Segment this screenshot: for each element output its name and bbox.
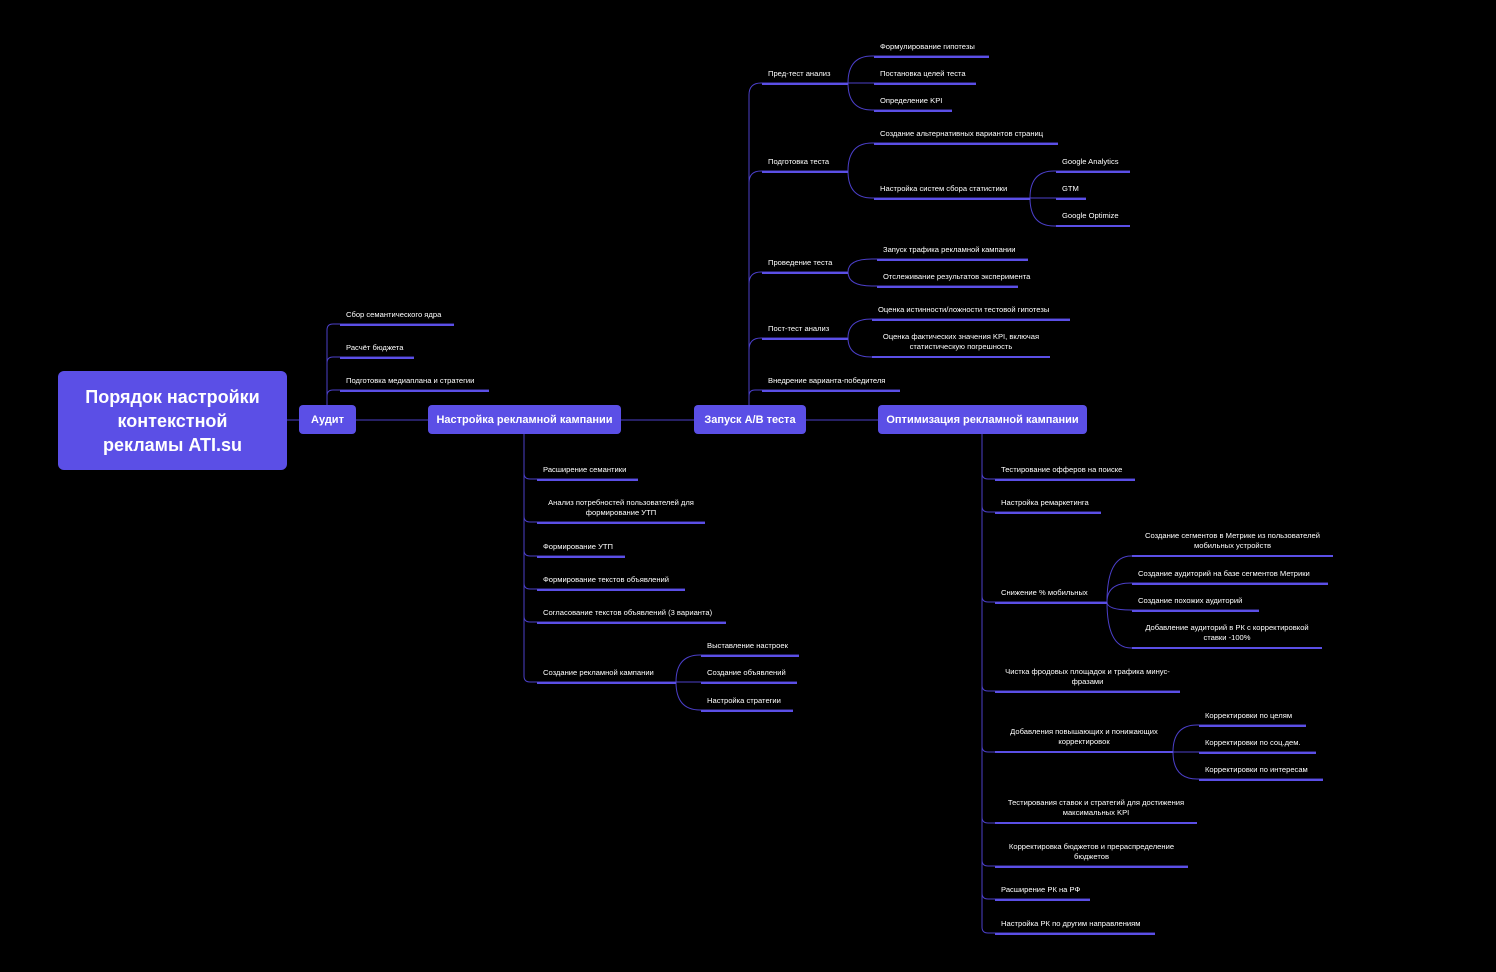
leaf-kpi[interactable]: Определение KPI <box>874 96 952 112</box>
node-ab-test[interactable]: Запуск A/B теста <box>694 405 806 434</box>
leaf-google-optimize[interactable]: Google Optimize <box>1056 211 1130 227</box>
leaf-pretest[interactable]: Пред-тест анализ <box>762 69 848 85</box>
leaf-mediaplan[interactable]: Подготовка медиаплана и стратегии <box>340 376 489 392</box>
leaf-tracking[interactable]: Отслеживание результатов эксперимента <box>877 272 1030 288</box>
leaf-offers[interactable]: Тестирование офферов на поиске <box>995 465 1135 481</box>
leaf-settings[interactable]: Выставление настроек <box>701 641 799 657</box>
leaf-bid-adjust-100[interactable]: Добавление аудиторий в РК с корректировк… <box>1132 623 1322 649</box>
leaf-semantics-extension[interactable]: Расширение семантики <box>537 465 638 481</box>
leaf-metrica-segments-line-2: мобильных устройств <box>1194 541 1271 550</box>
leaf-gtm[interactable]: GTM <box>1056 184 1086 200</box>
leaf-ad-texts-approval[interactable]: Согласование текстов объявлений (3 вариа… <box>537 608 726 624</box>
root-node[interactable]: Порядок настройки контекстной рекламы AT… <box>58 371 287 470</box>
leaf-bids-strategies-line-2: максимальных KPI <box>1062 808 1130 817</box>
leaf-remarketing[interactable]: Настройка ремаркетинга <box>995 498 1101 514</box>
leaf-create-campaign[interactable]: Создание рекламной кампании <box>537 668 676 684</box>
leaf-lookalike[interactable]: Создание похожих аудиторий <box>1132 596 1259 612</box>
leaf-budgets-line-2: бюджетов <box>1073 852 1109 861</box>
leaf-hypothesis[interactable]: Формулирование гипотезы <box>874 42 989 58</box>
leaf-bid-adjust-100-line-2: ставки -100% <box>1203 633 1251 642</box>
leaf-metrica-segments-line-1: Создание сегментов в Метрике из пользова… <box>1144 531 1321 540</box>
leaf-adjustments[interactable]: Добавления повышающих и понижающих корре… <box>995 727 1173 753</box>
leaf-adjustments-line-2: корректировок <box>1058 737 1110 746</box>
leaf-stats-systems[interactable]: Настройка систем сбора статистики <box>874 184 1030 200</box>
leaf-usp[interactable]: Формирование УТП <box>537 542 625 558</box>
leaf-strategy[interactable]: Настройка стратегии <box>701 696 793 712</box>
leaf-kpi-values[interactable]: Оценка фактических значения KPI, включая… <box>872 332 1050 358</box>
leaf-adj-socdem[interactable]: Корректировки по соц.дем. <box>1199 738 1316 754</box>
leaf-fraud-line-1: Чистка фродовых площадок и трафика минус… <box>1005 667 1170 676</box>
leaf-adj-goals[interactable]: Корректировки по целям <box>1199 711 1306 727</box>
leaf-user-needs-line-2: формирование УТП <box>585 508 657 517</box>
leaf-user-needs[interactable]: Анализ потребностей пользователей для фо… <box>537 498 705 524</box>
leaf-bid-adjust-100-line-1: Добавление аудиторий в РК с корректировк… <box>1145 623 1309 632</box>
node-campaign-optimization[interactable]: Оптимизация рекламной кампании <box>878 405 1087 434</box>
leaf-winner[interactable]: Внедрение варианта-победителя <box>762 376 900 392</box>
leaf-bids-strategies-line-1: Тестирования ставок и стратегий для дост… <box>1007 798 1185 807</box>
leaf-adjustments-line-1: Добавления повышающих и понижающих <box>1010 727 1158 736</box>
leaf-metrica-segments[interactable]: Создание сегментов в Метрике из пользова… <box>1132 531 1333 557</box>
leaf-rf-expansion[interactable]: Расширение РК на РФ <box>995 885 1090 901</box>
root-title-line-1: Порядок настройки <box>85 386 260 407</box>
leaf-create-ads[interactable]: Создание объявлений <box>701 668 797 684</box>
leaf-traffic[interactable]: Запуск трафика рекламной кампании <box>877 245 1028 261</box>
leaf-user-needs-line-1: Анализ потребностей пользователей для <box>548 498 694 507</box>
leaf-posttest[interactable]: Пост-тест анализ <box>762 324 848 340</box>
leaf-budgets-line-1: Корректировка бюджетов и прераспределени… <box>1008 842 1175 851</box>
leaf-semantic-core[interactable]: Сбор семантического ядра <box>340 310 454 326</box>
leaf-kpi-values-line-2: статистическую погрешность <box>909 342 1013 351</box>
leaf-budget[interactable]: Расчёт бюджета <box>340 343 414 359</box>
leaf-bids-strategies[interactable]: Тестирования ставок и стратегий для дост… <box>995 798 1197 824</box>
leaf-budgets[interactable]: Корректировка бюджетов и прераспределени… <box>995 842 1188 868</box>
leaf-google-analytics[interactable]: Google Analytics <box>1056 157 1130 173</box>
leaf-fraud[interactable]: Чистка фродовых площадок и трафика минус… <box>995 667 1180 693</box>
root-title-line-2: контекстной <box>117 410 228 431</box>
leaf-adj-interests[interactable]: Корректировки по интересам <box>1199 765 1323 781</box>
leaf-hypothesis-check[interactable]: Оценка истинности/ложности тестовой гипо… <box>872 305 1070 321</box>
leaf-goals[interactable]: Постановка целей теста <box>874 69 976 85</box>
leaf-other-directions[interactable]: Настройка РК по другим направлениям <box>995 919 1155 935</box>
node-campaign-setup[interactable]: Настройка рекламной кампании <box>428 405 621 434</box>
leaf-audiences[interactable]: Создание аудиторий на базе сегментов Мет… <box>1132 569 1328 585</box>
leaf-fraud-line-2: фразами <box>1071 677 1104 686</box>
leaf-alt-pages[interactable]: Создание альтернативных вариантов страни… <box>874 129 1058 145</box>
leaf-prep[interactable]: Подготовка теста <box>762 157 848 173</box>
node-audit[interactable]: Аудит <box>299 405 356 434</box>
leaf-kpi-values-line-1: Оценка фактических значения KPI, включая <box>882 332 1040 341</box>
leaf-ad-texts[interactable]: Формирование текстов объявлений <box>537 575 685 591</box>
leaf-run-test[interactable]: Проведение теста <box>762 258 848 274</box>
leaf-mobile[interactable]: Снижение % мобильных <box>995 588 1107 604</box>
root-title-line-3: рекламы ATI.su <box>102 434 243 455</box>
